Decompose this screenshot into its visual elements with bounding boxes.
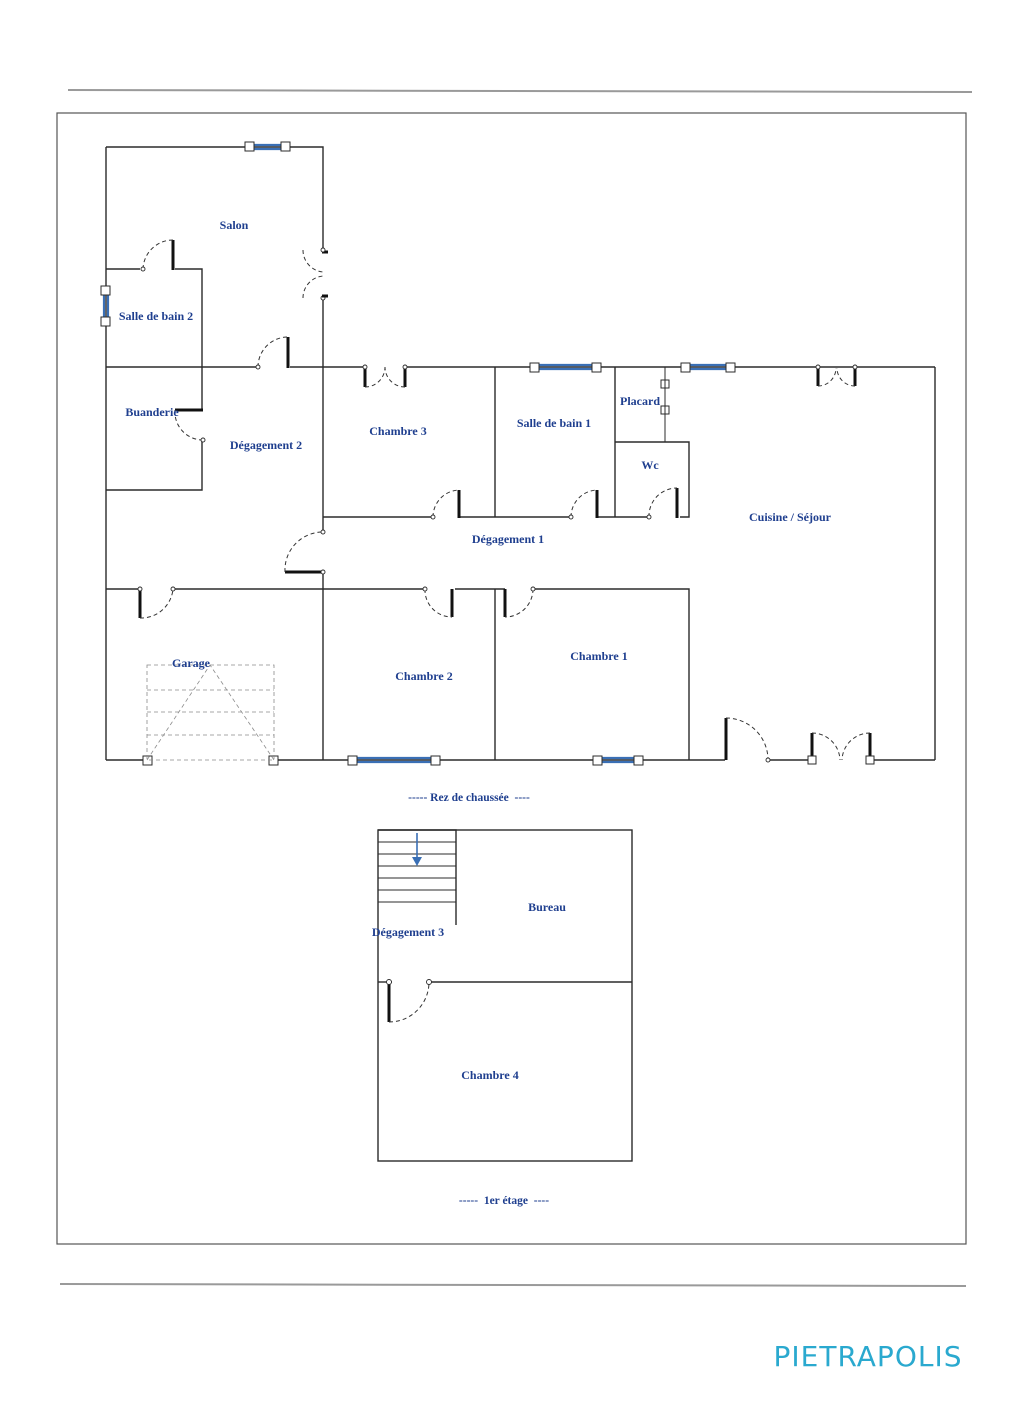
door-degagement-1-left (284, 529, 326, 575)
first-floor-walls (377, 829, 633, 1162)
room-label-placard: Placard (620, 394, 660, 408)
room-label-salle-de-bain-2: Salle de bain 2 (119, 309, 193, 323)
door-chambre-4 (386, 979, 432, 1023)
window-cuisine-top (680, 362, 736, 373)
room-label-chambre-2: Chambre 2 (395, 669, 452, 683)
brand-name: PIETRAPOLIS (774, 1340, 963, 1373)
windows (100, 141, 736, 766)
window-chambre-2 (347, 755, 441, 766)
door-cuisine-bottom-single (724, 717, 771, 763)
door-cuisine-bottom-double (807, 732, 875, 765)
room-label-degagement-3: Dégagement 3 (372, 925, 444, 939)
garage-opening (142, 755, 279, 766)
garage-stairs-symbol (146, 664, 275, 761)
room-label-buanderie: Buanderie (125, 405, 179, 419)
door-salle-de-bain-1 (568, 489, 599, 520)
room-label-salle-de-bain-1: Salle de bain 1 (517, 416, 591, 430)
room-label-degagement-2: Dégagement 2 (230, 438, 302, 452)
room-label-wc: Wc (641, 458, 659, 472)
door-buanderie (174, 408, 206, 443)
brand-logo: PIETRAPOLIS (774, 1340, 963, 1373)
door-chambre-3 (362, 364, 408, 388)
door-salon-double (302, 247, 328, 301)
room-label-salon: Salon (220, 218, 249, 232)
room-label-degagement-1: Dégagement 1 (472, 532, 544, 546)
door-placard (660, 367, 670, 442)
room-label-cuisine-sejour: Cuisine / Séjour (749, 510, 832, 524)
door-salle-de-bain-2 (140, 239, 175, 272)
door-chambre-1 (503, 586, 536, 618)
first-floor-stairs (378, 829, 457, 925)
door-wc (646, 487, 679, 520)
room-label-chambre-3: Chambre 3 (369, 424, 426, 438)
level-label-first-floor: ----- 1er étage ---- (459, 1195, 549, 1207)
doors (137, 239, 875, 766)
door-cuisine-top (815, 364, 858, 387)
door-degagement-2-top (255, 336, 290, 370)
window-chambre-1 (592, 755, 644, 766)
room-label-bureau: Bureau (528, 900, 566, 914)
room-label-chambre-1: Chambre 1 (570, 649, 627, 663)
level-labels: ----- Rez de chaussée ---- ----- 1er éta… (408, 792, 549, 1207)
door-chambre-3-bottom (430, 489, 461, 520)
window-salon (244, 141, 291, 152)
room-labels: Salon Salle de bain 2 Buanderie Dégageme… (119, 218, 832, 1082)
window-salle-de-bain-2 (100, 285, 111, 327)
page-rules (56, 89, 973, 1287)
door-chambre-2 (422, 586, 454, 618)
room-label-chambre-4: Chambre 4 (461, 1068, 518, 1082)
ground-floor-walls (105, 146, 936, 761)
window-salle-de-bain-1 (529, 362, 602, 373)
level-label-ground-floor: ----- Rez de chaussée ---- (408, 792, 530, 804)
door-garage-top (137, 586, 176, 619)
room-label-garage: Garage (172, 656, 211, 670)
